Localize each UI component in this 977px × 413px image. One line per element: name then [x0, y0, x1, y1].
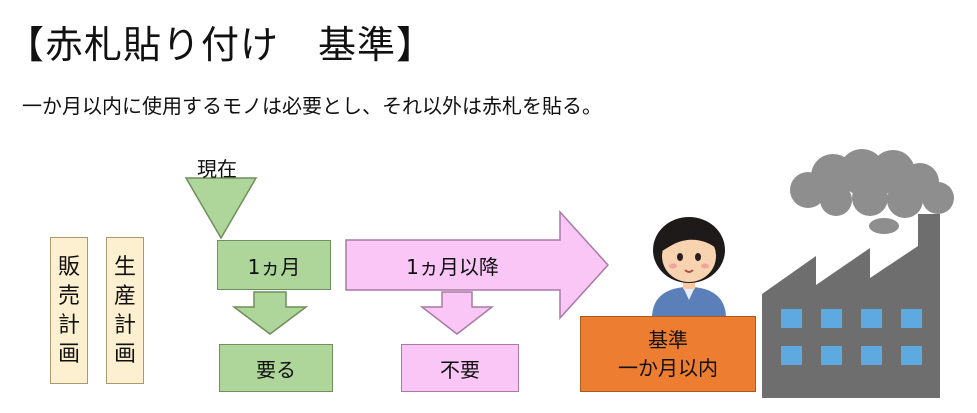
factory-windows [781, 309, 922, 365]
needed-box: 要る [219, 344, 333, 392]
after-month-arrow [345, 210, 610, 320]
sales-plan-box: 販 売 計 画 [50, 237, 88, 384]
page-title: 【赤札貼り付け 基準】 [6, 23, 436, 67]
production-plan-char: 計 [113, 312, 136, 338]
sales-plan-char: 画 [57, 341, 80, 367]
one-month-box: 1ヵ月 [217, 240, 331, 290]
now-triangle-marker [184, 177, 258, 240]
production-plan-char: 産 [113, 283, 136, 309]
standard-box: 基準 一か月以内 [580, 316, 756, 392]
not-needed-label: 不要 [440, 357, 480, 382]
sales-plan-char: 売 [57, 283, 80, 309]
production-plan-char: 生 [113, 254, 136, 280]
standard-period-label: 一か月以内 [618, 356, 718, 380]
page-subtitle: 一か月以内に使用するモノは必要とし、それ以外は赤札を貼る。 [22, 94, 602, 118]
sales-plan-char: 販 [57, 254, 80, 280]
not-needed-box: 不要 [401, 344, 519, 392]
sales-plan-char: 計 [57, 312, 80, 338]
production-plan-box: 生 産 計 画 [106, 237, 144, 384]
after-one-month-text: 1ヵ月以降 [350, 250, 555, 280]
production-plan-char: 画 [113, 341, 136, 367]
standard-label: 基準 [648, 328, 688, 352]
after-one-month-label: 1ヵ月以降 [406, 254, 499, 279]
one-month-label: 1ヵ月 [247, 254, 301, 279]
now-label: 現在 [197, 157, 237, 181]
needed-down-arrow [231, 291, 309, 335]
smoke-icon [790, 149, 954, 234]
needed-label: 要る [256, 357, 296, 382]
not-needed-down-arrow [419, 291, 495, 335]
